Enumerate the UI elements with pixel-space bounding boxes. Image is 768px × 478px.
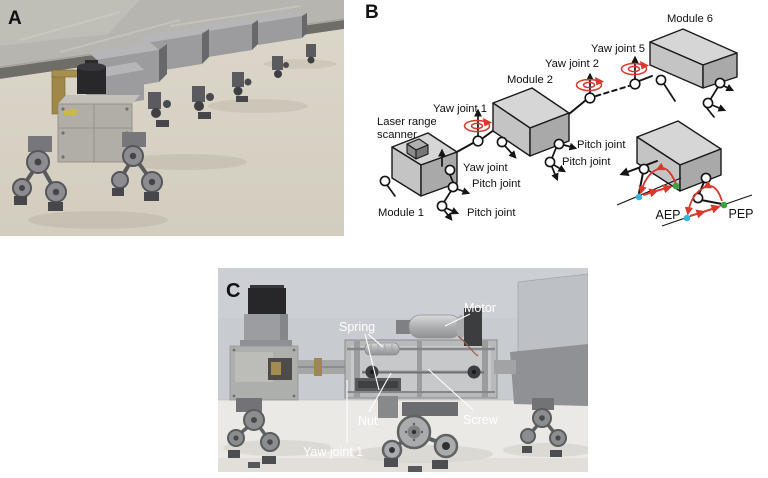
dashed-axis <box>595 85 630 97</box>
aep-label: AEP <box>655 208 680 222</box>
spring-leader-line <box>367 333 384 348</box>
laser-scanner-cylinder <box>77 60 106 94</box>
yaw-joint-2-label: Yaw joint 2 <box>545 58 599 70</box>
module-1-label: Module 1 <box>378 207 424 219</box>
laser-range-label-line2: scanner <box>377 129 417 141</box>
rotation-spiral <box>575 77 604 92</box>
pitch-joint-label: Pitch joint <box>562 156 611 168</box>
swing-arc <box>655 162 677 185</box>
left-legs <box>227 398 280 468</box>
joint-circle <box>379 175 391 187</box>
right-legs <box>520 398 567 457</box>
laser-scanner-box <box>406 138 429 160</box>
yaw-joint-5 <box>620 55 649 90</box>
rotation-spiral <box>620 61 649 76</box>
motor-label: Motor <box>464 301 496 315</box>
nut-label: Nut <box>358 414 378 428</box>
center-mechanism <box>344 308 498 399</box>
center-legs <box>378 396 459 472</box>
annotation-leaders <box>346 313 474 443</box>
robot-module-box-5 <box>195 18 258 58</box>
pitch-joint-circle <box>447 181 459 193</box>
body-axis-lines <box>454 75 653 154</box>
swing-arc <box>702 180 723 202</box>
panel-b-diagram: B <box>365 2 754 227</box>
module-2-legs <box>496 136 578 182</box>
rotation-spiral <box>463 118 492 133</box>
module-6-box <box>649 28 738 89</box>
hip-joint-circle <box>700 172 712 184</box>
module-2-box <box>492 87 570 157</box>
leg-yaw-joint-circle <box>444 164 456 176</box>
yaw-joint-label: Yaw joint <box>463 162 508 174</box>
nut-leader-line <box>368 372 392 413</box>
robot-leg-cluster <box>272 56 289 78</box>
module-1-legs <box>379 148 471 221</box>
left-module <box>229 285 299 401</box>
aep-point <box>635 193 643 201</box>
pitch-joint-label: Pitch joint <box>467 207 516 219</box>
robot-module-box-6 <box>252 11 307 45</box>
spring-leader-line <box>364 333 380 391</box>
panel-c-label: C <box>226 280 240 302</box>
pep-label: PEP <box>728 207 753 221</box>
yaw-joint-1 <box>463 108 492 147</box>
yaw-joint-arm <box>298 358 346 376</box>
module-6-legs <box>655 74 735 118</box>
right-module <box>494 273 588 406</box>
panel-a-label: A <box>8 8 22 29</box>
yaw-joint-1-label: Yaw joint 1 <box>303 445 363 459</box>
hip-joint-circle <box>638 163 650 175</box>
panel-c-photo: Motor Spring Nut Screw Yaw joint 1 C <box>218 268 588 472</box>
robot-front-leg-left <box>12 136 67 211</box>
gait-diagram: AEP PEP <box>616 120 754 227</box>
motor-leader-line <box>444 313 471 327</box>
screw-shaft <box>362 365 484 379</box>
aep-point <box>683 214 691 222</box>
yaw-joint-2 <box>575 72 604 104</box>
module-1-box <box>391 132 458 197</box>
robot-leg-cluster <box>306 44 316 64</box>
laser-range-label-line1: Laser range <box>377 116 437 128</box>
yaw-joint-1-label: Yaw joint 1 <box>433 103 487 115</box>
motor-cylinder <box>396 308 482 357</box>
robot-front-module <box>51 60 140 163</box>
module-2-label: Module 2 <box>507 74 553 86</box>
robot-leg-cluster <box>192 86 214 119</box>
robot-front-leg-right <box>111 132 163 201</box>
panel-b-label: B <box>365 2 379 23</box>
pep-point <box>672 182 680 190</box>
screw-label: Screw <box>463 413 499 427</box>
screw-leader-line <box>427 368 474 411</box>
ground-line <box>616 177 682 206</box>
yaw-joint-5-label: Yaw joint 5 <box>591 43 645 55</box>
module-6-label: Module 6 <box>667 13 713 25</box>
robot-leg-cluster <box>148 92 171 127</box>
panel-a-photo: A <box>0 0 344 236</box>
spring-label: Spring <box>339 320 375 334</box>
pitch-joint-label: Pitch joint <box>472 178 521 190</box>
pitch-joint-circle <box>436 200 448 212</box>
robot-leg-cluster <box>232 72 252 102</box>
pep-point <box>720 201 728 209</box>
pitch-joint-label: Pitch joint <box>577 139 626 151</box>
